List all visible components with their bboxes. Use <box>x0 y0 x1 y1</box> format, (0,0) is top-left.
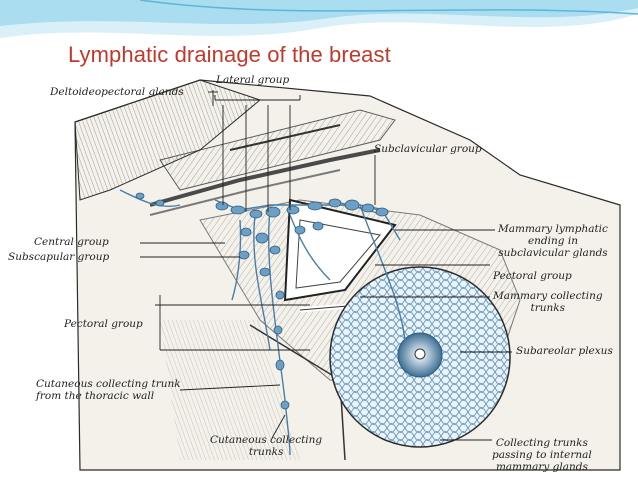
label-mammary-lymphatic: Mammary lymphatic ending in subclavicula… <box>498 223 608 259</box>
label-subareolar-plexus: Subareolar plexus <box>516 345 613 357</box>
label-cutaneous-collecting-thoracic: Cutaneous collecting trunk from the thor… <box>36 378 181 402</box>
header-wave <box>0 0 638 38</box>
label-mammary-collecting-trunks: Mammary collecting trunks <box>493 290 603 314</box>
label-collecting-trunks-internal: Collecting trunks passing to internal ma… <box>492 437 592 473</box>
label-central-group: Central group <box>34 236 109 248</box>
label-cutaneous-collecting-trunks: Cutaneous collecting trunks <box>210 434 322 458</box>
label-subscapular-group: Subscapular group <box>8 251 109 263</box>
label-subclavicular-group: Subclavicular group <box>374 143 482 155</box>
breast <box>330 267 510 447</box>
label-pectoral-group-right: Pectoral group <box>493 270 572 282</box>
label-deltoideopectoral: Deltoideopectoral glands <box>50 86 184 98</box>
page-title: Lymphatic drainage of the breast <box>68 42 391 68</box>
label-lateral-group: Lateral group <box>216 74 289 86</box>
label-pectoral-group-left: Pectoral group <box>64 318 143 330</box>
